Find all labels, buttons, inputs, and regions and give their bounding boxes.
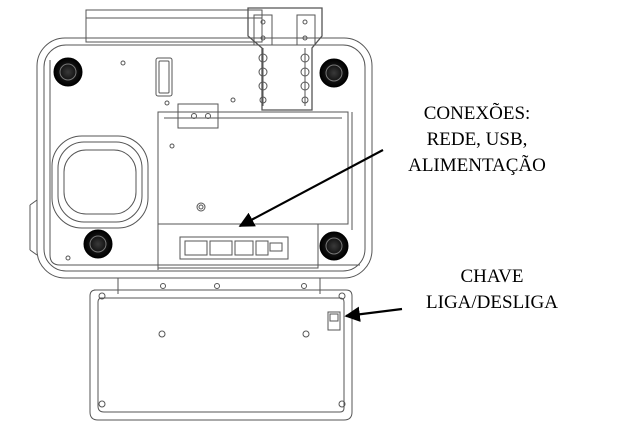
power-switch bbox=[327, 311, 341, 331]
grip-handle bbox=[51, 135, 149, 229]
ports-panel bbox=[157, 223, 319, 269]
foot-bottom-left bbox=[83, 229, 113, 259]
power-switch-label-line: LIGA/DESLIGA bbox=[426, 292, 558, 313]
screw-hole bbox=[230, 97, 236, 103]
connections-label-line: ALIMENTAÇÃO bbox=[408, 155, 546, 176]
foot-bottom-right bbox=[319, 231, 349, 261]
foot-top-right bbox=[319, 58, 349, 88]
screw-hole bbox=[65, 255, 71, 261]
connections-label-line: REDE, USB, bbox=[426, 129, 528, 150]
power-switch-label: CHAVE LIGA/DESLIGA bbox=[392, 264, 592, 316]
screw-hole bbox=[169, 143, 175, 149]
foot-top-left bbox=[53, 57, 83, 87]
power-switch-label-line: CHAVE bbox=[460, 266, 524, 287]
screw-hole bbox=[164, 100, 170, 106]
screw-hole bbox=[120, 60, 126, 66]
connections-arrow bbox=[238, 149, 384, 227]
top-slot bbox=[155, 57, 173, 97]
base-plate bbox=[89, 278, 353, 421]
connections-label: CONEXÕES: REDE, USB, ALIMENTAÇÃO bbox=[372, 101, 582, 179]
connections-label-line: CONEXÕES: bbox=[423, 103, 531, 124]
top-connector-block bbox=[247, 7, 323, 111]
top-bracket bbox=[85, 9, 263, 43]
power-switch-arrow bbox=[344, 306, 403, 322]
main-body bbox=[29, 37, 373, 279]
rubber-feet bbox=[53, 57, 349, 261]
